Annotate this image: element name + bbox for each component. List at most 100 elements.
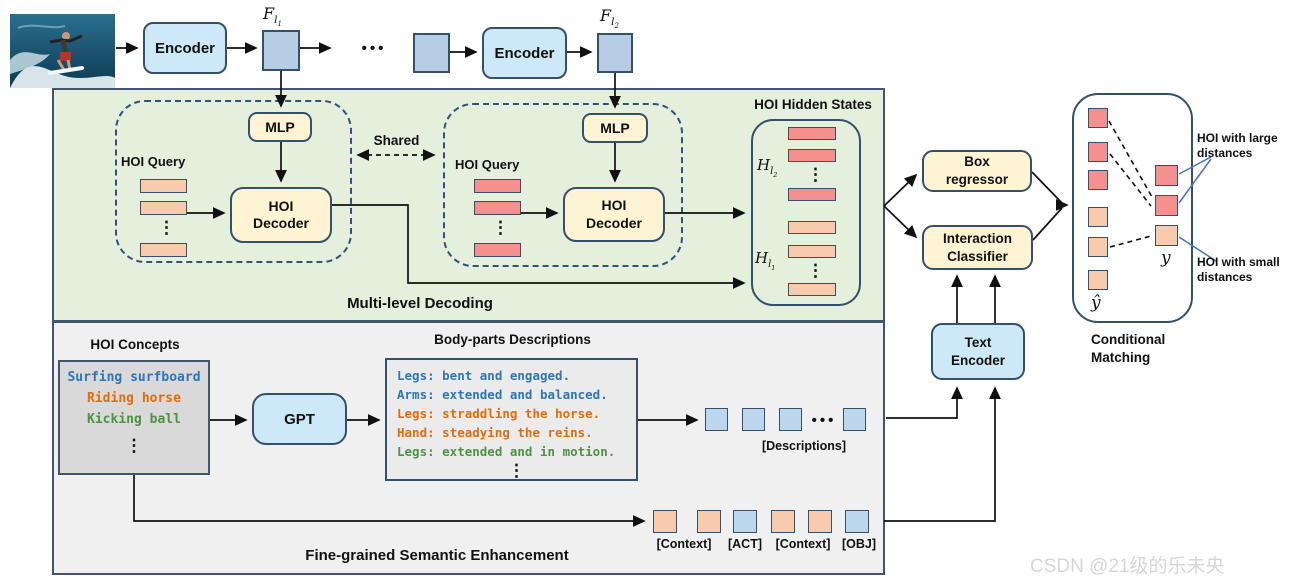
prediction-square bbox=[1088, 237, 1108, 257]
hoi-hidden-states-title: HOI Hidden States bbox=[733, 97, 893, 112]
h2-sub: l bbox=[770, 166, 774, 177]
token-label-obj: [OBJ] bbox=[836, 537, 882, 551]
bodyparts-title-text: Body-parts Descriptions bbox=[434, 332, 591, 347]
description-embedding-square bbox=[742, 408, 765, 431]
bodypart-line: Legs: straddling the horse. bbox=[397, 406, 601, 421]
decoder-label: HOI Decoder bbox=[585, 197, 643, 231]
prediction-square bbox=[1088, 207, 1108, 227]
gpt-box: GPT bbox=[252, 393, 347, 445]
vdots-glyph: ⋮ bbox=[158, 218, 175, 237]
query-bar bbox=[474, 243, 521, 257]
small-distance-text: HOI with small distances bbox=[1197, 255, 1280, 284]
token-label-text: [OBJ] bbox=[841, 537, 877, 551]
multi-level-decoding-title: Multi-level Decoding bbox=[300, 295, 540, 312]
hidden-state-bar bbox=[788, 149, 836, 162]
query-bar bbox=[474, 201, 521, 215]
concepts-title-text: HOI Concepts bbox=[90, 337, 180, 352]
query-bar bbox=[140, 201, 187, 215]
h-l1-label: Hl1 bbox=[755, 249, 775, 272]
token-square-act bbox=[733, 510, 757, 533]
query-ellipsis-2: ⋮ bbox=[492, 219, 509, 236]
interaction-classifier-label: Interaction Classifier bbox=[942, 230, 1012, 264]
gpt-label: GPT bbox=[284, 410, 315, 428]
token-label-context-1: [Context] bbox=[645, 537, 723, 551]
description-embedding-square bbox=[843, 408, 866, 431]
query-bar bbox=[140, 243, 187, 257]
semantic-title-text: Fine-grained Semantic Enhancement bbox=[305, 547, 569, 564]
bodypart-line: Hand: steadying the reins. bbox=[397, 425, 593, 440]
interaction-classifier-box: Interaction Classifier bbox=[922, 225, 1033, 270]
top-row-ellipsis: ••• bbox=[352, 40, 396, 57]
hidden-states-title-text: HOI Hidden States bbox=[754, 97, 872, 112]
descriptions-label-text: [Descriptions] bbox=[761, 439, 847, 453]
text-encoder-label: Text Encoder bbox=[950, 334, 1005, 368]
y-text: y bbox=[1161, 248, 1171, 268]
hidden-state-bar bbox=[788, 221, 836, 234]
concept-item: Riding horse bbox=[87, 391, 181, 406]
concept-item: Kicking ball bbox=[87, 412, 181, 427]
conditional-matching-text: Conditional Matching bbox=[1091, 332, 1166, 366]
vdots-glyph: ⋮ bbox=[508, 461, 525, 480]
token-label-text: [Context] bbox=[775, 537, 831, 551]
h1-idx: 1 bbox=[771, 263, 776, 272]
f1-sub: l bbox=[274, 14, 278, 27]
y-hat-label: ŷ bbox=[1091, 293, 1101, 313]
decoder-module-level1 bbox=[115, 100, 352, 263]
hoi-concepts-box: Surfing surfboard Riding horse Kicking b… bbox=[58, 360, 210, 475]
hidden-state-bar bbox=[788, 188, 836, 201]
token-label-act: [ACT] bbox=[722, 537, 768, 551]
descriptions-ellipsis: ••• bbox=[806, 412, 842, 429]
small-distance-label: HOI with small distances bbox=[1197, 255, 1300, 285]
bodyparts-box: Legs: bent and engaged. Arms: extended a… bbox=[385, 358, 638, 481]
hidden-state-bar bbox=[788, 127, 836, 140]
encoder-box-2: Encoder bbox=[482, 27, 567, 79]
bodyparts-ellipsis: ⋮ bbox=[397, 462, 636, 479]
descriptions-label: [Descriptions] bbox=[748, 439, 860, 453]
concept-item: Surfing surfboard bbox=[67, 370, 201, 385]
description-embedding-square bbox=[705, 408, 728, 431]
feature-f1-label: Fl1 bbox=[263, 4, 282, 28]
decoding-title-text: Multi-level Decoding bbox=[347, 295, 493, 312]
bodypart-line: Legs: extended and in motion. bbox=[397, 444, 616, 459]
token-square-context bbox=[771, 510, 795, 533]
bodyparts-title: Body-parts Descriptions bbox=[400, 332, 625, 347]
f2-sub: l bbox=[611, 16, 615, 29]
encoder-label: Encoder bbox=[494, 44, 555, 62]
watermark-text: CSDN @21级的乐未央 bbox=[1030, 556, 1225, 577]
mlp-label: MLP bbox=[265, 119, 295, 135]
query-label-text: HOI Query bbox=[121, 154, 186, 169]
vdots-glyph: ⋮ bbox=[807, 261, 824, 280]
token-square-context bbox=[653, 510, 677, 533]
token-square-obj bbox=[845, 510, 869, 533]
token-square-context bbox=[697, 510, 721, 533]
prediction-square bbox=[1088, 142, 1108, 162]
y-label: y bbox=[1161, 248, 1171, 268]
mlp-label: MLP bbox=[600, 120, 630, 136]
y-hat-text: ŷ bbox=[1091, 293, 1101, 313]
prediction-square bbox=[1088, 108, 1108, 128]
feature-f2-label: Fl2 bbox=[600, 6, 619, 30]
token-label-text: [ACT] bbox=[727, 537, 762, 551]
vdots-glyph: ⋮ bbox=[807, 165, 824, 184]
hdots-glyph: ••• bbox=[361, 40, 387, 57]
hdots-glyph: ••• bbox=[811, 412, 837, 429]
query-label-text: HOI Query bbox=[455, 157, 520, 172]
bodypart-line: Arms: extended and balanced. bbox=[397, 387, 608, 402]
hidden-ellipsis-h2: ⋮ bbox=[807, 166, 824, 183]
hoi-hidden-states-container bbox=[751, 119, 861, 306]
vdots-glyph: ⋮ bbox=[492, 218, 509, 237]
hoi-decoder-box-2: HOI Decoder bbox=[563, 187, 665, 242]
mlp-box-2: MLP bbox=[582, 113, 648, 143]
token-label-context-2: [Context] bbox=[765, 537, 841, 551]
hoi-query-label-2: HOI Query bbox=[455, 157, 519, 172]
shared-label: Shared bbox=[364, 133, 429, 148]
f2-base: F bbox=[600, 6, 612, 25]
concepts-ellipsis: ⋮ bbox=[60, 437, 208, 454]
large-distance-text: HOI with large distances bbox=[1197, 131, 1278, 160]
input-image bbox=[10, 14, 115, 88]
hoi-decoder-box-1: HOI Decoder bbox=[230, 187, 332, 243]
box-regressor-box: Box regressor bbox=[922, 150, 1032, 192]
ground-truth-square bbox=[1155, 195, 1178, 216]
query-bar bbox=[474, 179, 521, 193]
